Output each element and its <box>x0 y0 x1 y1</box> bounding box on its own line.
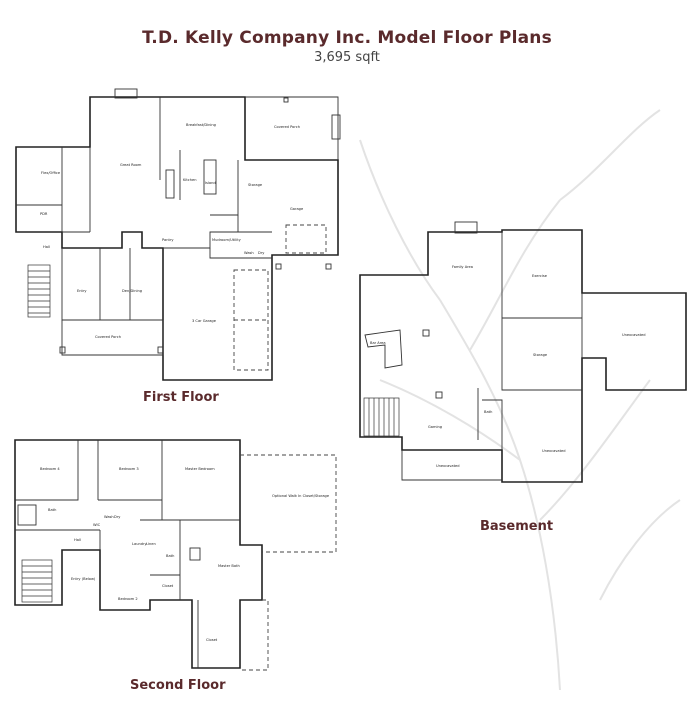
room-unexcavated-right: Unexcavated <box>622 333 646 337</box>
page-title: T.D. Kelly Company Inc. Model Floor Plan… <box>142 28 552 48</box>
room-great-room: Great Room <box>120 163 142 167</box>
room-pdr: PDR <box>40 212 48 216</box>
room-bedroom-4: Bedroom 4 <box>40 467 60 471</box>
basement-label: Basement <box>480 519 554 534</box>
room-three-car-garage: 3 Car Garage <box>192 319 217 323</box>
basement-plan <box>359 221 687 483</box>
room-hall-second: Hall <box>74 538 81 542</box>
room-entry: Entry <box>77 289 87 293</box>
room-flex-office: Flex/Office <box>41 171 61 175</box>
room-den: Den/Dining <box>122 289 142 293</box>
room-optional-closet: Optional Walk In Closet/Storage <box>272 494 330 498</box>
room-bedroom-3: Bedroom 3 <box>119 467 139 471</box>
room-island: Island <box>205 181 216 185</box>
first-floor-label: First Floor <box>143 390 219 405</box>
first-floor-plan <box>15 88 341 381</box>
room-closet: Closet <box>162 584 174 588</box>
room-unexcavated-bottom: Unexcavated <box>436 464 460 468</box>
room-entry-below: Entry (Below) <box>71 577 96 581</box>
room-laundry: Laundry <box>132 542 148 546</box>
room-covered-porch-top: Covered Porch <box>274 125 300 129</box>
room-master-bedroom: Master Bedroom <box>185 467 215 471</box>
room-garage: Garage <box>290 207 304 211</box>
room-hall: Hall <box>43 245 50 249</box>
room-bath-basement: Bath <box>484 410 492 414</box>
room-family-area: Family Area <box>452 265 473 269</box>
room-wic: WIC <box>93 523 101 527</box>
room-breakfast: Breakfast/Dining <box>186 123 216 127</box>
room-closet-big: Closet <box>206 638 218 642</box>
room-pantry: Pantry <box>162 238 174 242</box>
second-floor-label: Second Floor <box>130 678 226 693</box>
room-mudroom: Mudroom/Utility <box>212 238 242 242</box>
room-storage-basement: Storage <box>533 353 548 357</box>
room-bedroom-2: Bedroom 2 <box>118 597 138 601</box>
room-master-bath: Master Bath <box>218 564 240 568</box>
room-dry: Dry <box>258 251 265 255</box>
room-unexcavated-mid: Unexcavated <box>542 449 566 453</box>
room-exercise: Exercise <box>532 274 548 278</box>
square-footage: 3,695 sqft <box>314 50 380 65</box>
background-tree-watermark <box>359 109 681 691</box>
room-linen: Linen <box>146 542 156 546</box>
room-covered-porch: Covered Porch <box>95 335 121 339</box>
room-wash-second: Wash <box>104 515 114 519</box>
room-wash: Wash <box>244 251 254 255</box>
room-bar-area: Bar Area <box>370 341 386 345</box>
room-kitchen: Kitchen <box>183 178 197 182</box>
room-bath-second: Bath <box>48 508 56 512</box>
room-storage: Storage <box>248 183 263 187</box>
room-gaming: Gaming <box>428 425 442 429</box>
room-bath-small: Bath <box>166 554 174 558</box>
second-floor-plan <box>14 439 337 671</box>
room-dry-second: Dry <box>114 515 121 519</box>
